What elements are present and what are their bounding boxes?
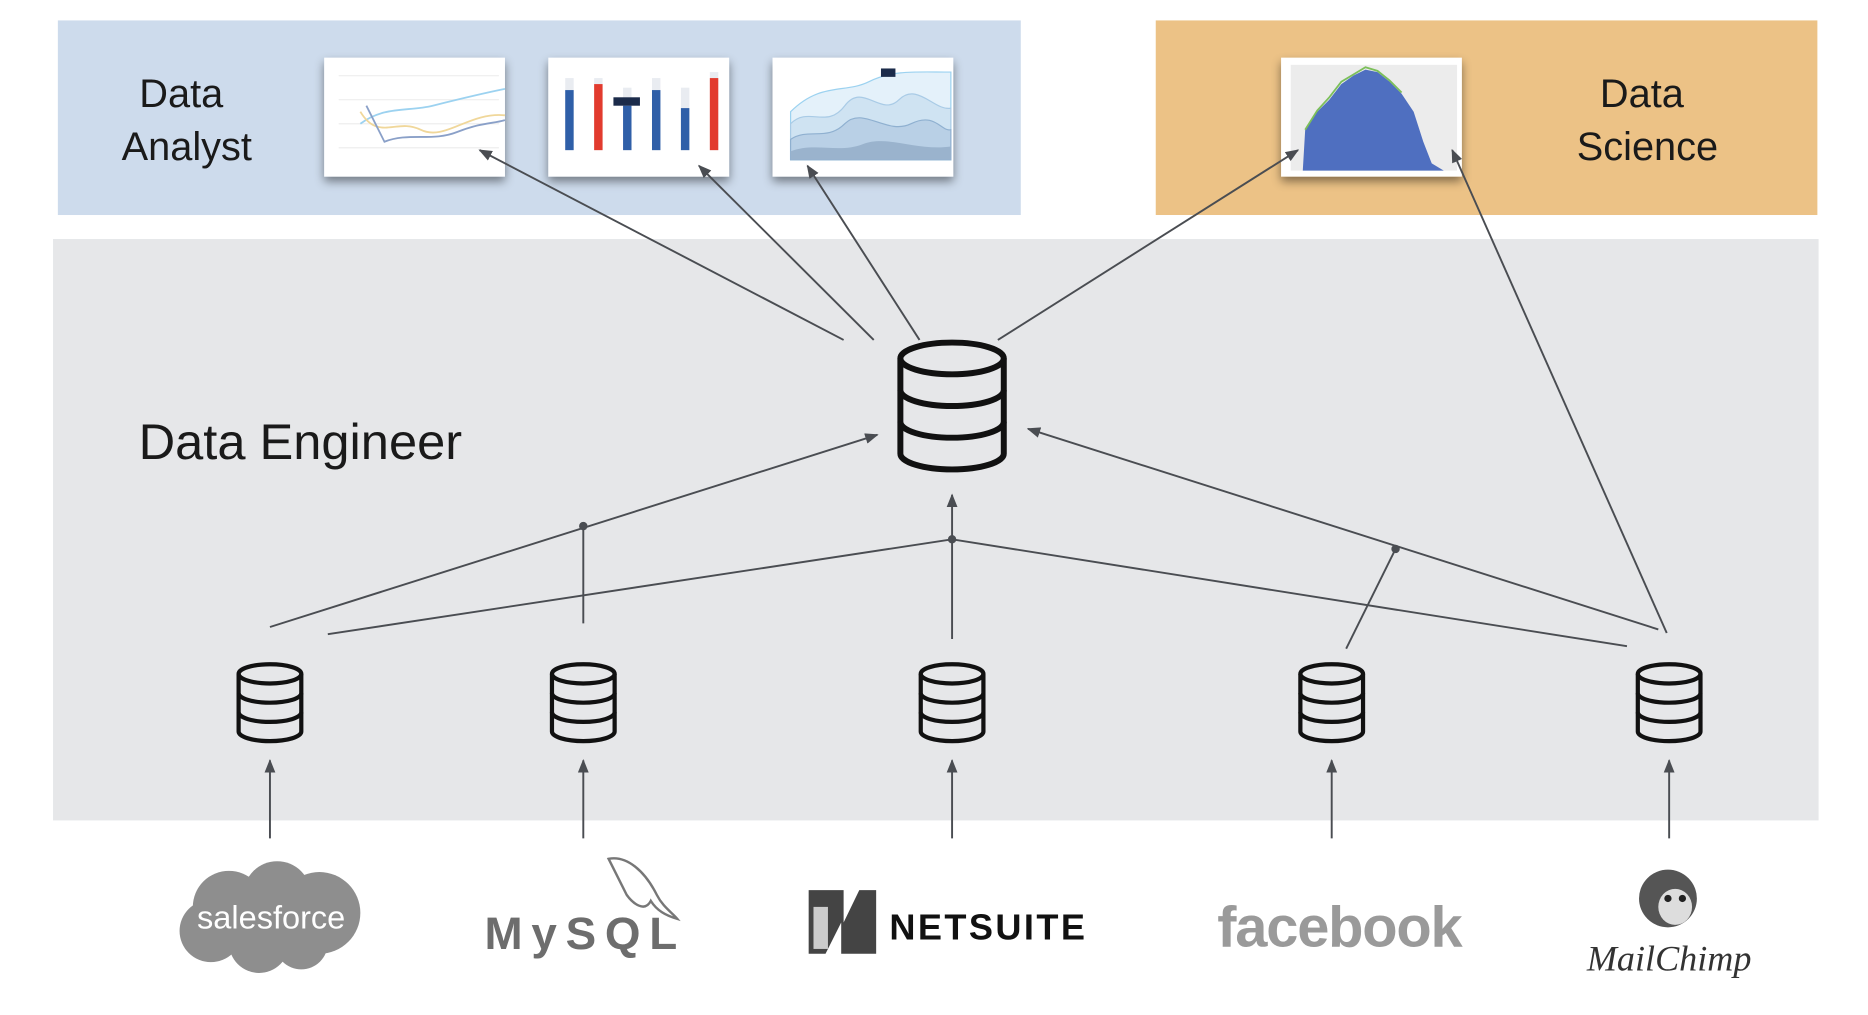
data-engineer-panel <box>53 239 1819 821</box>
salesforce-logo: salesforce <box>179 861 361 973</box>
svg-text:MailChimp: MailChimp <box>1586 939 1752 979</box>
data-science-label: Data Science <box>1577 72 1718 169</box>
facebook-logo: facebook <box>1217 896 1463 960</box>
data-engineer-label: Data Engineer <box>139 413 462 470</box>
mysql-logo: MySQL <box>484 857 681 959</box>
area-chart-thumbnail <box>772 57 954 177</box>
connector-lines <box>264 148 1675 839</box>
mailchimp-logo: MailChimp <box>1586 869 1752 979</box>
svg-text:MySQL: MySQL <box>484 908 677 959</box>
histogram-thumbnail <box>1281 57 1462 177</box>
svg-text:NETSUITE: NETSUITE <box>889 906 1087 947</box>
bar-chart-thumbnail <box>548 57 730 177</box>
data-analyst-label: Data Analyst <box>122 72 252 169</box>
netsuite-logo: NETSUITE <box>808 890 1087 954</box>
central-database-icon <box>897 339 1007 473</box>
svg-text:salesforce: salesforce <box>197 900 345 936</box>
data-science-panel <box>1155 20 1818 216</box>
line-chart-thumbnail <box>324 57 506 177</box>
